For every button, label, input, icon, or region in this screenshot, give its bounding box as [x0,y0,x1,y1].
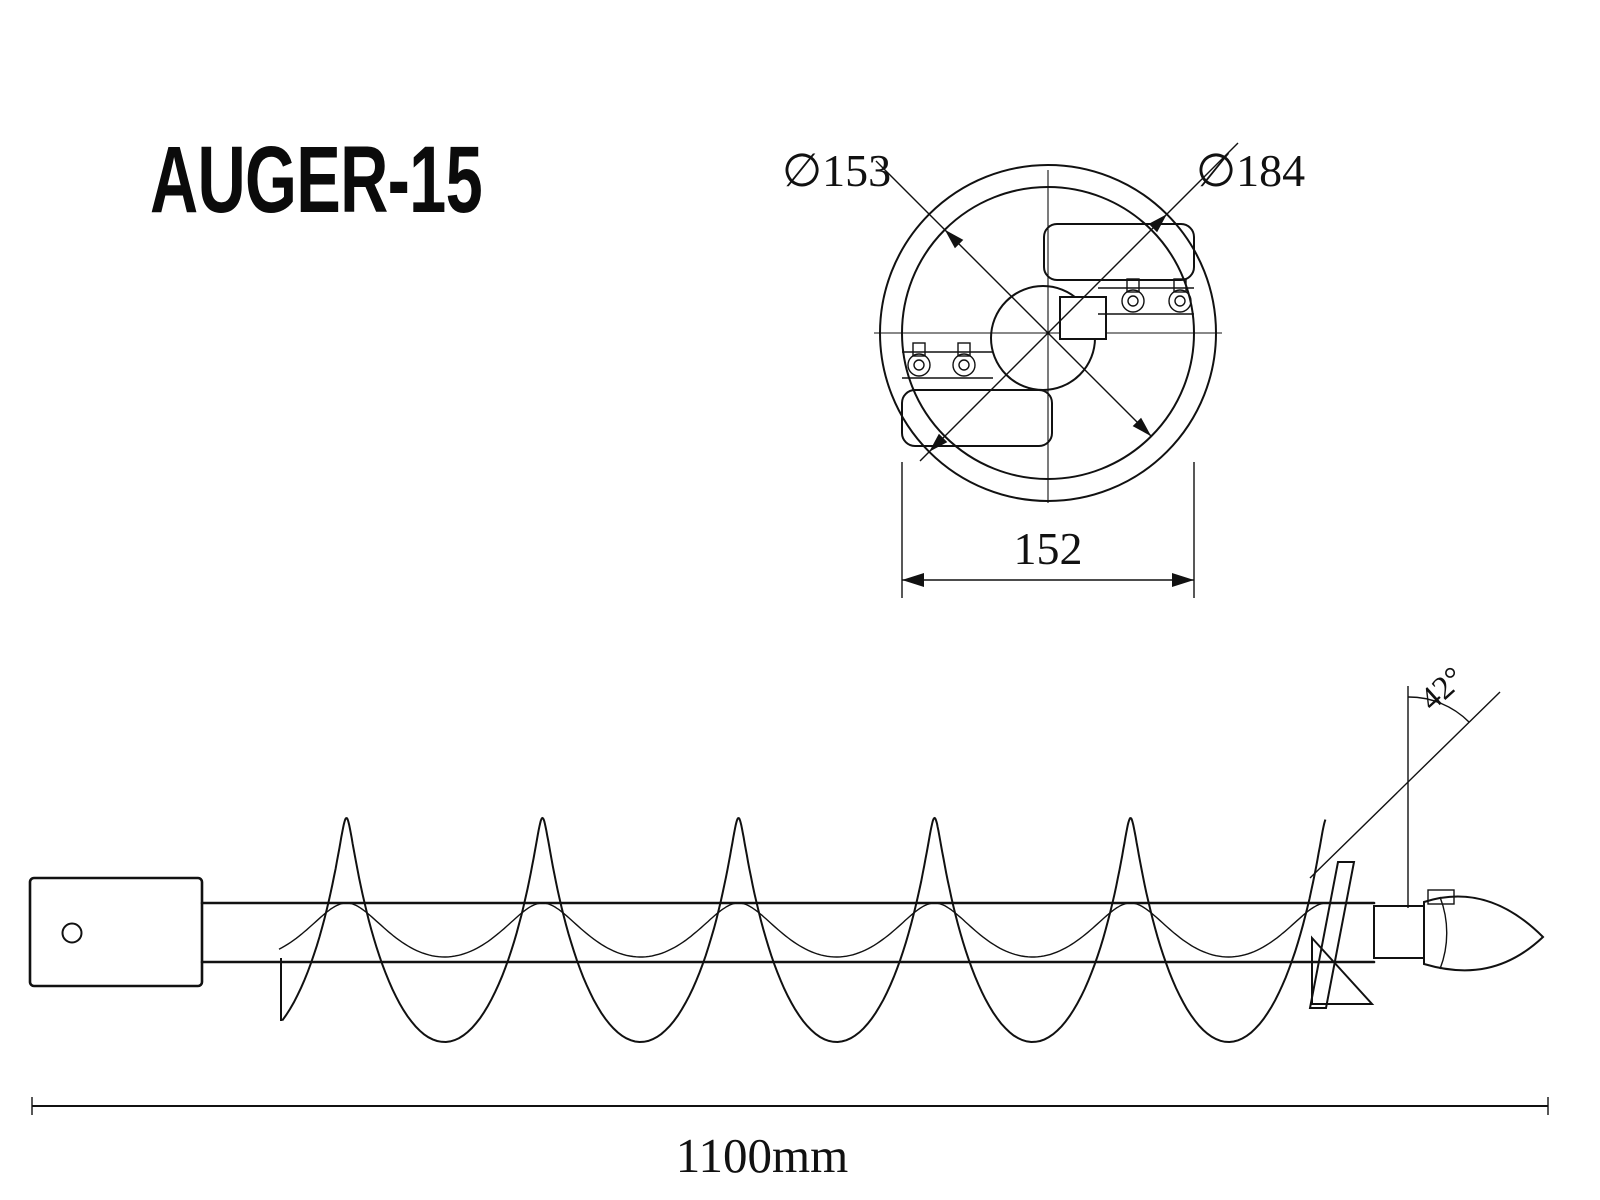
dia-large-label: ∅184 [1196,145,1305,196]
arrowhead [929,433,948,452]
dim-blade-angle: 42° [1309,660,1501,908]
inner-circle [901,186,1195,480]
side-view: 42° 1100mm [28,660,1549,1183]
arrowhead [902,573,924,587]
arrowhead [1172,573,1194,587]
dim-dia-small: ∅153 [782,145,1152,437]
arrowhead [1148,214,1167,233]
width-label: 152 [1014,523,1083,574]
bolt [907,342,931,377]
key-notch [1059,296,1107,340]
cutting-blade [1308,861,1356,1009]
arrowhead [944,229,964,249]
top-slot [1043,223,1195,281]
blade-gusset [1311,935,1375,1005]
flight-outer-edge [281,816,1327,1044]
dia-small-label: ∅153 [782,145,891,196]
angle-label: 42° [1413,660,1471,718]
hitch-pin-hole [61,922,83,944]
arrowhead [1132,417,1152,437]
outer-circle [879,164,1217,502]
end-view: ∅153 ∅184 152 [782,142,1305,598]
length-label: 1100mm [676,1128,848,1183]
dim-overall-length: 1100mm [31,1097,1549,1183]
bolt [1168,278,1192,313]
bolt [952,342,976,377]
point-ferrule [1373,905,1425,959]
bottom-slot [901,389,1053,447]
flight-shaft-edge [278,902,1329,958]
pilot-point [1423,895,1545,972]
dim-dia-large: ∅184 [919,142,1305,462]
hitch-block [28,876,204,988]
drawing-title: AUGER-15 [150,127,482,233]
bolt [1121,278,1145,313]
point-seam [1439,896,1448,970]
dim-width-152: 152 [901,462,1195,598]
